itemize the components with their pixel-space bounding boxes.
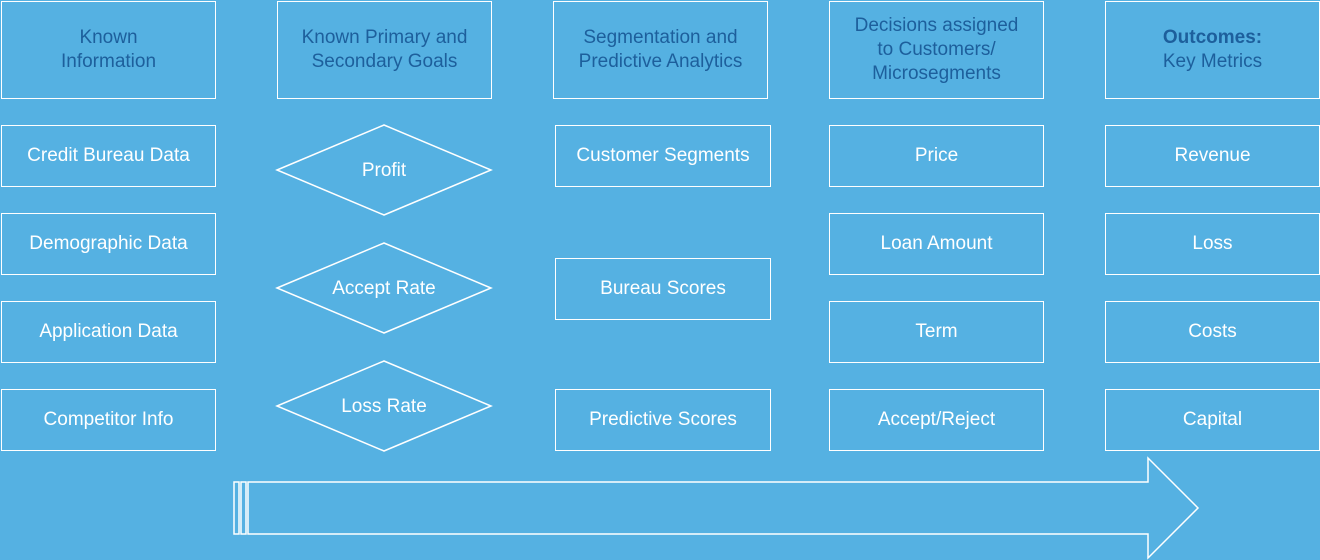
header-line: Key Metrics <box>1162 51 1263 72</box>
info-box: Credit Bureau Data <box>1 125 216 187</box>
analytics-box: Bureau Scores <box>555 258 771 320</box>
header-line: Segmentation and <box>583 27 738 48</box>
info-box: Application Data <box>1 301 216 363</box>
goal-diamond: Accept Rate <box>275 242 493 334</box>
decision-box: Price <box>829 125 1044 187</box>
goal-diamond: Loss Rate <box>275 360 493 452</box>
decision-box: Term <box>829 301 1044 363</box>
header-line: Outcomes: <box>1162 27 1263 48</box>
header-line: Secondary Goals <box>311 51 458 72</box>
header-analytics: Segmentation and Predictive Analytics <box>553 1 768 99</box>
goal-label: Loss Rate <box>341 396 427 417</box>
info-box: Demographic Data <box>1 213 216 275</box>
header-line: Decisions assigned <box>854 15 1019 36</box>
analytics-box: Predictive Scores <box>555 389 771 451</box>
header-line: Predictive Analytics <box>578 51 743 72</box>
analytics-box: Customer Segments <box>555 125 771 187</box>
header-line: to Customers/ <box>877 39 996 60</box>
goal-diamond: Profit <box>275 124 493 216</box>
flow-arrow <box>233 456 1200 560</box>
header-outcomes: Outcomes: Key Metrics <box>1105 1 1320 99</box>
header-line: Information <box>60 51 157 72</box>
header-goals: Known Primary and Secondary Goals <box>277 1 492 99</box>
header-known-information: Known Information <box>1 1 216 99</box>
header-decisions: Decisions assigned to Customers/ Microse… <box>829 1 1044 99</box>
goal-label: Profit <box>362 160 407 181</box>
header-line: Microsegments <box>872 63 1001 84</box>
decision-box: Loan Amount <box>829 213 1044 275</box>
header-line: Known <box>79 27 138 48</box>
goal-label: Accept Rate <box>332 278 436 299</box>
header-line: Known Primary and <box>301 27 468 48</box>
info-box: Competitor Info <box>1 389 216 451</box>
decision-box: Accept/Reject <box>829 389 1044 451</box>
